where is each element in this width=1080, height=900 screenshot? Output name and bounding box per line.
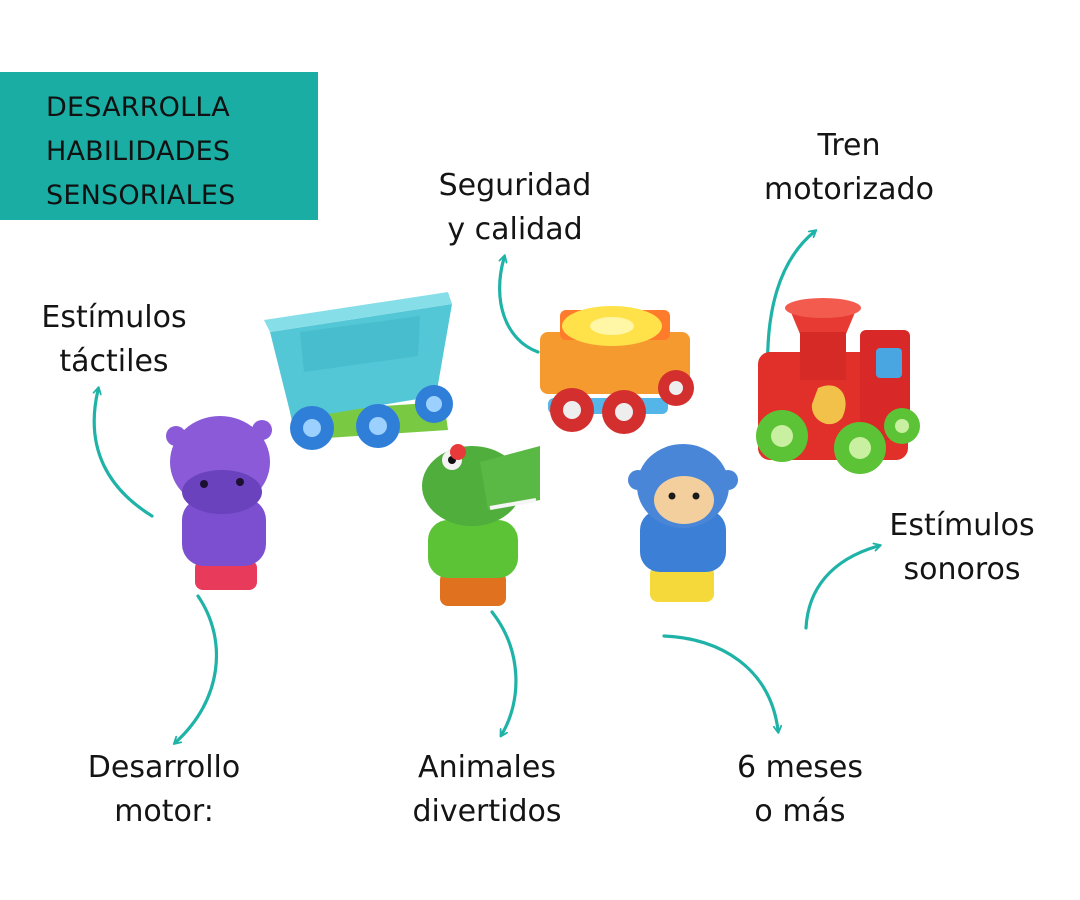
title-banner: DESARROLLA HABILIDADES SENSORIALES [0,72,318,220]
arrows [94,232,878,742]
blue-wagon [264,292,453,450]
green-crocodile [422,444,540,606]
arrow-motor [176,594,219,742]
label-animales-divertidos: Animales divertidos [412,750,562,829]
label-6-meses: 6 meses o más [736,750,864,829]
banner-title: DESARROLLA HABILIDADES SENSORIALES [46,86,235,218]
red-locomotive [756,298,920,474]
arrow-tactiles [94,390,154,518]
label-estimulos-sonoros: Estímulos sonoros [889,508,1035,587]
arrow-animales [490,610,518,734]
label-desarrollo-motor: Desarrollo motor: [87,750,241,829]
arrow-sonoros [804,546,878,630]
label-seguridad-calidad: Seguridad y calidad [438,168,592,247]
purple-hippo [166,416,272,590]
blue-monkey [628,444,738,602]
arrow-meses [662,634,778,730]
orange-stacking-car [540,306,694,434]
banner-line-1: DESARROLLA [46,92,230,123]
label-estimulos-tactiles: Estímulos táctiles [41,300,187,379]
arrow-seguridad [498,258,540,354]
banner-line-2: HABILIDADES [46,136,231,167]
label-tren-motorizado: Tren motorizado [764,128,934,207]
banner-line-3: SENSORIALES [46,180,236,211]
